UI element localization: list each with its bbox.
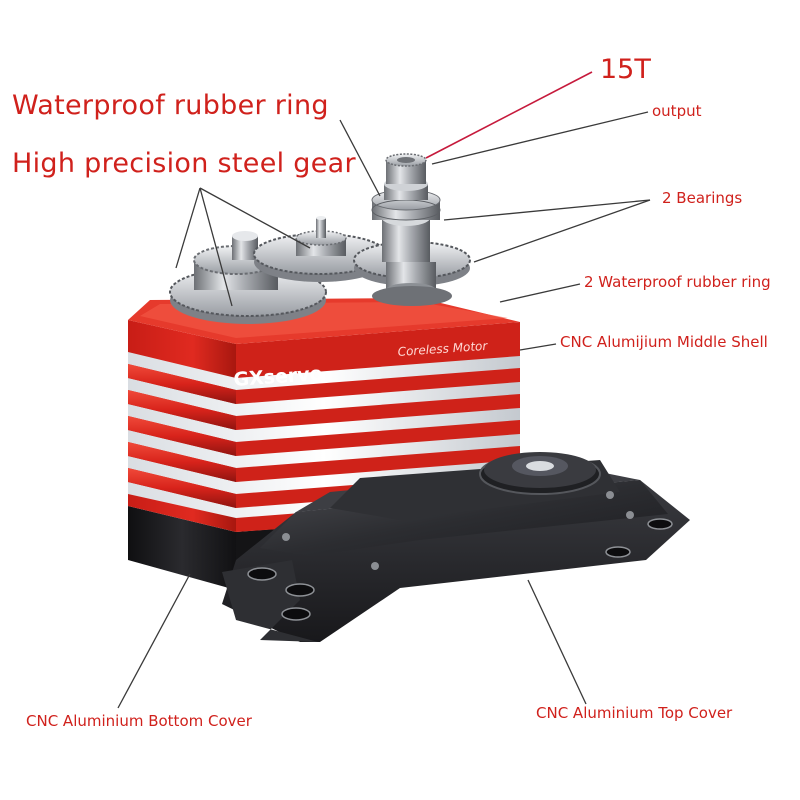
bottom-cover-leader bbox=[117, 573, 191, 709]
waterproof-ring-leader bbox=[339, 119, 381, 197]
rubber-rings-label: 2 Waterproof rubber ring bbox=[584, 273, 771, 291]
bearings-leader-1 bbox=[443, 199, 651, 221]
top-cover-leader bbox=[527, 579, 587, 705]
top-cover-label: CNC Aluminium Top Cover bbox=[536, 704, 733, 722]
top-cover bbox=[222, 452, 690, 642]
leader-lines bbox=[117, 71, 651, 709]
shell-fins bbox=[128, 352, 520, 518]
gear-leader-3 bbox=[175, 187, 201, 269]
waterproof-ring-title: Waterproof rubber ring bbox=[12, 90, 329, 121]
motor-label: Coreless Motor bbox=[397, 339, 489, 359]
steel-gear-title: High precision steel gear bbox=[12, 148, 356, 179]
middle-shell-label: CNC Alumijium Middle Shell bbox=[560, 333, 768, 351]
teeth-pointer bbox=[425, 71, 593, 159]
bearings-label: 2 Bearings bbox=[662, 189, 743, 207]
bearings-leader-2 bbox=[473, 199, 651, 263]
steel-gears bbox=[169, 153, 471, 324]
middle-shell-leader bbox=[519, 343, 557, 351]
output-label: output bbox=[652, 102, 702, 120]
gear-leader-2 bbox=[199, 187, 311, 249]
teeth-count-label: 15T bbox=[600, 54, 651, 85]
output-leader bbox=[431, 111, 649, 165]
bottom-cover-label: CNC Aluminium Bottom Cover bbox=[26, 712, 252, 730]
rubber-ring-leader bbox=[499, 283, 581, 303]
gear-leader-1 bbox=[199, 187, 233, 307]
